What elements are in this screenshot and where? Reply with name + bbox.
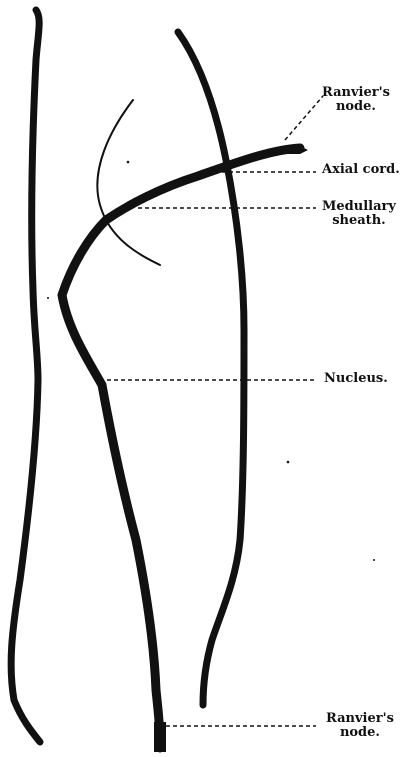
label-medullary-line2: sheath. (322, 214, 396, 228)
leader-ranvier-top (285, 96, 323, 140)
label-medullary-sheath: Medullary sheath. (322, 200, 396, 228)
speck (47, 297, 49, 299)
left-nerve-fiber (11, 10, 40, 742)
speck (127, 161, 130, 164)
label-ranvier-node-bottom: Ranvier's node. (326, 712, 394, 740)
thin-curved-fiber (97, 100, 160, 265)
label-nucleus: Nucleus. (324, 372, 388, 386)
label-nucleus-text: Nucleus. (324, 372, 388, 386)
speck (287, 461, 290, 464)
label-medullary-line1: Medullary (322, 200, 396, 214)
label-ranvier-node-top: Ranvier's node. (322, 86, 390, 114)
middle-nerve-fiber (62, 148, 300, 748)
label-axial-cord-text: Axial cord. (322, 163, 400, 177)
label-ranvier-node-bottom-line1: Ranvier's (326, 712, 394, 726)
label-ranvier-node-top-line2: node. (322, 100, 390, 114)
label-ranvier-node-bottom-line2: node. (326, 726, 394, 740)
speck (373, 559, 375, 561)
ranvier-node-bottom-mark (154, 722, 166, 752)
label-ranvier-node-top-line1: Ranvier's (322, 86, 390, 100)
label-axial-cord: Axial cord. (322, 163, 400, 177)
right-nerve-fiber (178, 32, 244, 705)
